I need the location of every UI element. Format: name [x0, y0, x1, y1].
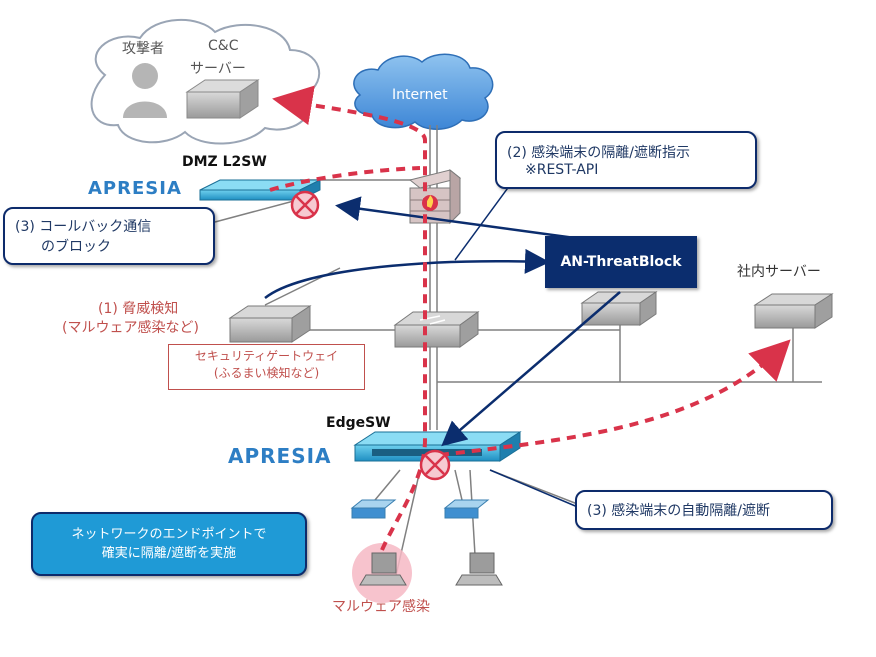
endpoint-note-box: ネットワークのエンドポイントで 確実に隔離/遮断を実施 [31, 512, 307, 576]
edge-apresia-logo: APRESIA [228, 444, 332, 468]
endpoint-note-line2: 確実に隔離/遮断を実施 [101, 546, 237, 561]
internal-server-icon [753, 293, 834, 329]
threatblock-box: AN-ThreatBlock [545, 236, 697, 288]
dmz-block-icon [290, 190, 320, 220]
arrow-detect-to-threatblock [264, 248, 550, 299]
isolation-instruction-callout: (2) 感染端末の隔離/遮断指示 ※REST-API [495, 131, 757, 189]
red-dashed-malware-to-internet [272, 85, 427, 551]
red-dashed-edge-to-internal [439, 339, 791, 457]
cc-server-icon [185, 79, 260, 119]
cc-label-line2: サーバー [190, 61, 246, 77]
callback-block-line2: のブロック [41, 239, 111, 255]
internal-server-label: 社内サーバー [737, 264, 821, 280]
auto-isolation-callout: (3) 感染端末の自動隔離/遮断 [575, 490, 833, 530]
dmz-switch-title: DMZ L2SW [182, 154, 267, 170]
attacker-person-icon [123, 63, 167, 118]
cc-label-line1: C&C [208, 38, 239, 54]
access-switch-right-icon [443, 499, 490, 519]
security-gateway-line1: セキュリティゲートウェイ [194, 349, 339, 363]
internet-label: Internet [392, 87, 448, 103]
red-dashed-dmz-path [269, 166, 421, 192]
callback-block-line1: (3) コールバック通信 [15, 219, 152, 235]
isolation-instruction-line1: (2) 感染端末の隔離/遮断指示 [507, 145, 690, 161]
callback-block-callout: (3) コールバック通信 のブロック [3, 207, 215, 265]
edge-switch-title: EdgeSW [326, 415, 391, 431]
pc-icon [455, 552, 503, 586]
infected-pc-icon [359, 552, 407, 586]
threatblock-server-icon [580, 291, 658, 326]
firewall-icon [408, 168, 462, 225]
internet-cloud [353, 53, 494, 130]
dmz-switch-icon [199, 179, 321, 201]
threat-detection-line1: (1) 脅威検知 [98, 301, 179, 317]
auto-isolation-text: (3) 感染端末の自動隔離/遮断 [587, 503, 770, 519]
access-switch-left-icon [350, 499, 397, 519]
arrow-threatblock-to-edge [441, 291, 621, 447]
router-icon [393, 311, 480, 348]
security-gateway-line2: (ふるまい検知など) [213, 366, 320, 380]
attacker-label: 攻撃者 [122, 41, 164, 57]
malware-infection-label: マルウェア感染 [332, 599, 430, 615]
dmz-apresia-logo: APRESIA [88, 178, 182, 199]
endpoint-note-line1: ネットワークのエンドポイントで [71, 527, 267, 542]
security-gateway-icon [228, 305, 312, 343]
edge-block-icon [419, 449, 451, 481]
arrow-threatblock-to-dmz [335, 196, 576, 240]
callout-pointer-auto [489, 469, 581, 509]
isolation-instruction-line2: ※REST-API [525, 162, 599, 178]
callout-pointer-isolation [454, 184, 511, 261]
security-gateway-label-box: セキュリティゲートウェイ (ふるまい検知など) [168, 344, 365, 390]
threat-detection-line2: (マルウェア感染など) [62, 320, 199, 336]
